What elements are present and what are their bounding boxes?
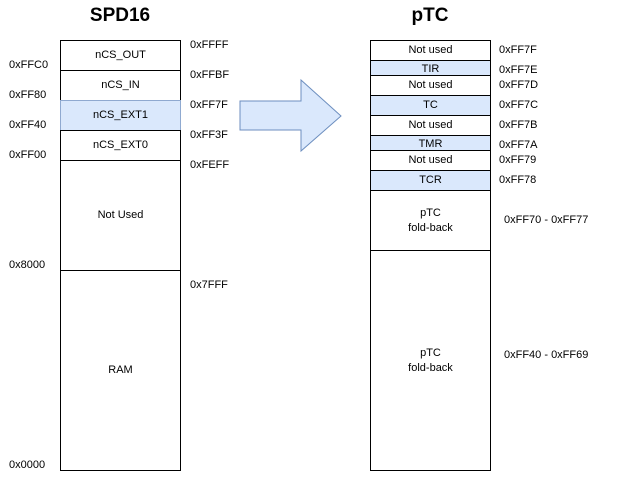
block-tcr: TCR xyxy=(370,170,491,191)
block-ptc-foldback-2: pTC fold-back xyxy=(370,250,491,471)
addr-7fff: 0x7FFF xyxy=(190,279,228,291)
block-not-used: Not Used xyxy=(60,160,181,271)
block-tc: TC xyxy=(370,95,491,116)
ptc-addr-ff7a: 0xFF7A xyxy=(499,139,538,151)
addr-ff3f: 0xFF3F xyxy=(190,129,228,141)
block-ncs-in: nCS_IN xyxy=(60,70,181,101)
addr-ff00: 0xFF00 xyxy=(9,149,47,161)
spd16-title: SPD16 xyxy=(89,5,151,26)
ptc-addr-ff7f: 0xFF7F xyxy=(499,44,537,56)
ptc-addr-ff7b: 0xFF7B xyxy=(499,119,538,131)
block-not-used-4: Not used xyxy=(370,150,491,171)
ptc-addr-ff7d: 0xFF7D xyxy=(499,79,539,91)
block-ncs-ext0: nCS_EXT0 xyxy=(60,130,181,161)
block-tmr: TMR xyxy=(370,135,491,151)
block-not-used-3: Not used xyxy=(370,115,491,136)
block-tir: TIR xyxy=(370,60,491,76)
addr-0000: 0x0000 xyxy=(9,459,46,471)
ptc-addr-ff78: 0xFF78 xyxy=(499,174,537,186)
block-ncs-ext1: nCS_EXT1 xyxy=(60,100,181,131)
addr-ffc0: 0xFFC0 xyxy=(9,59,49,71)
addr-ff80: 0xFF80 xyxy=(9,89,47,101)
ptc-addr-ff7c: 0xFF7C xyxy=(499,99,539,111)
block-ncs-out: nCS_OUT xyxy=(60,40,181,71)
addr-ffff: 0xFFFF xyxy=(190,39,229,51)
addr-8000: 0x8000 xyxy=(9,259,46,271)
addr-ffbf: 0xFFBF xyxy=(190,69,230,81)
ptc-addr-ff70-ff77: 0xFF70 - 0xFF77 xyxy=(504,214,589,226)
block-not-used-1: Not used xyxy=(370,40,491,61)
addr-ff7f: 0xFF7F xyxy=(190,99,228,111)
ptc-addr-ff40-ff69: 0xFF40 - 0xFF69 xyxy=(504,349,589,361)
addr-feff: 0xFEFF xyxy=(190,159,230,171)
expand-arrow-icon xyxy=(239,78,342,153)
addr-ff40: 0xFF40 xyxy=(9,119,47,131)
block-ram: RAM xyxy=(60,270,181,471)
ptc-addr-ff7e: 0xFF7E xyxy=(499,64,538,76)
block-ptc-foldback-1: pTC fold-back xyxy=(370,190,491,251)
ptc-addr-ff79: 0xFF79 xyxy=(499,154,537,166)
ptc-title: pTC xyxy=(411,5,449,26)
block-not-used-2: Not used xyxy=(370,75,491,96)
